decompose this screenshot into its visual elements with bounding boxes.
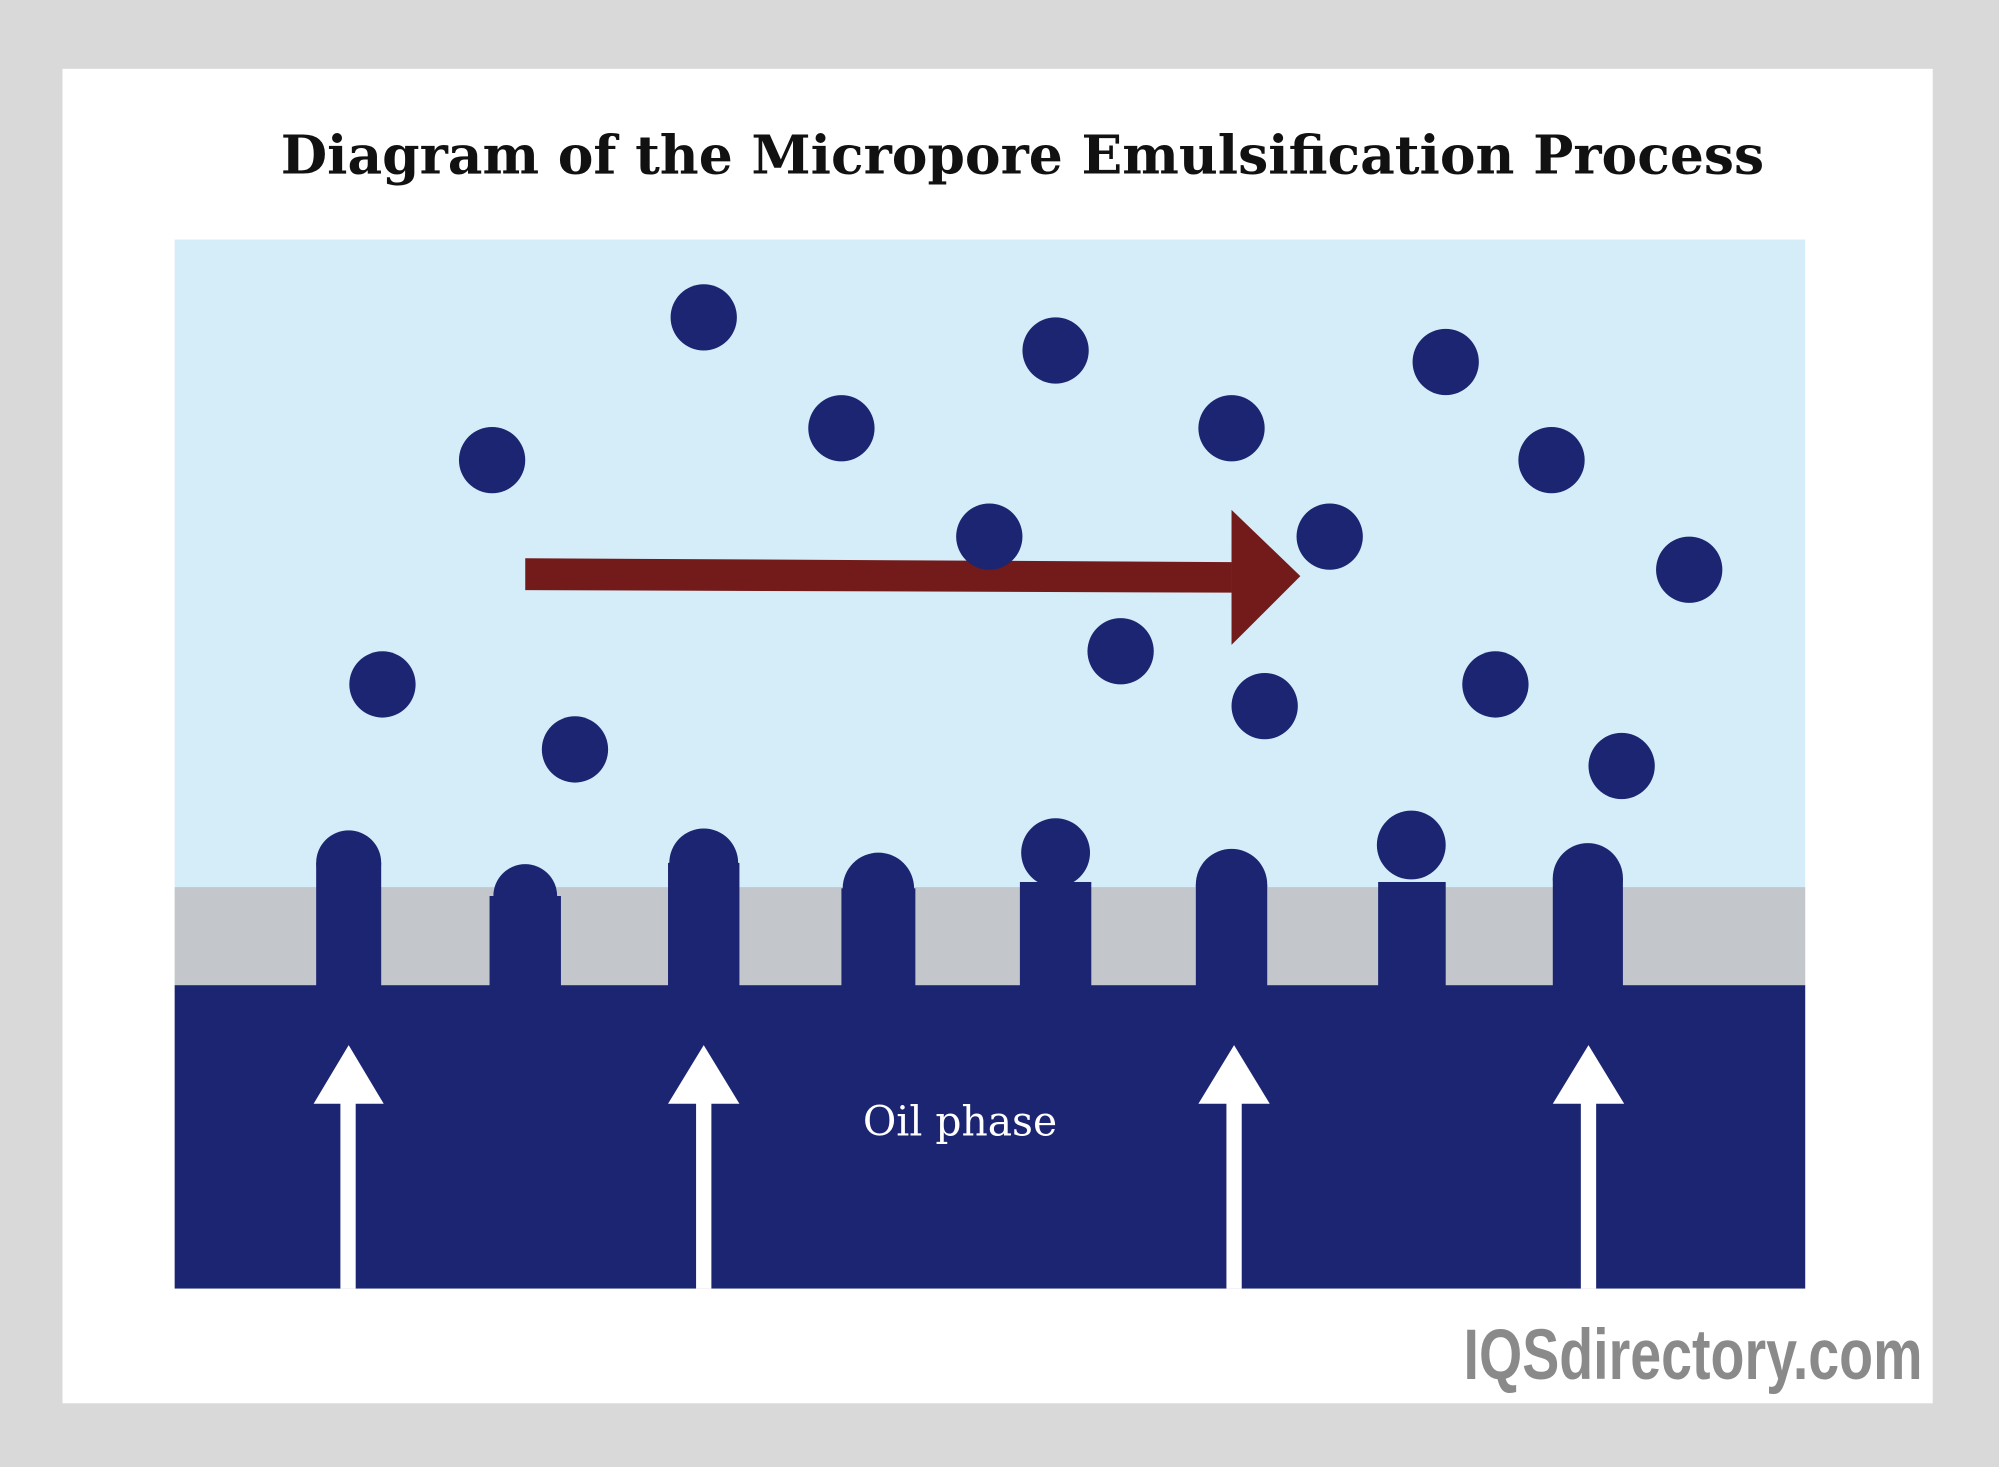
droplet (1087, 618, 1154, 685)
droplet-detaching (1376, 810, 1446, 880)
droplet (541, 716, 609, 783)
droplet (1462, 651, 1529, 718)
oil-phase-label: Oil phase (863, 1098, 1057, 1146)
droplet-forming (1552, 843, 1623, 914)
up-arrow (668, 1045, 740, 1289)
droplet (1296, 503, 1363, 570)
droplet-detaching (1021, 818, 1091, 888)
droplet-forming (493, 864, 558, 928)
oil-phase (174, 985, 1806, 1289)
droplet-forming (669, 828, 739, 898)
diagram-title: Diagram of the Micropore Emulsification … (281, 123, 1764, 186)
membrane (174, 887, 1806, 987)
droplet (349, 651, 416, 718)
up-arrow (313, 1045, 384, 1289)
droplet (1518, 426, 1585, 494)
pressure-arrows (313, 1045, 1625, 1289)
up-arrow (1552, 1045, 1625, 1289)
up-arrow (1198, 1045, 1270, 1289)
droplet (808, 395, 875, 462)
dispersed-droplets (349, 284, 1723, 800)
droplet (670, 284, 737, 351)
droplet (1656, 536, 1723, 603)
droplet (458, 426, 526, 494)
watermark-logo: IQSdirectory.com (1464, 1315, 1923, 1395)
droplet (1588, 732, 1655, 800)
droplet-forming (316, 830, 382, 896)
pore (1378, 881, 1446, 991)
flow-direction-arrow (525, 509, 1301, 645)
droplet-forming (1195, 848, 1268, 921)
droplet (1412, 328, 1479, 396)
droplet (1022, 317, 1089, 384)
droplet (956, 503, 1023, 570)
pores (316, 810, 1623, 991)
pore (1019, 881, 1092, 991)
droplet (1198, 395, 1265, 462)
arrow-head (1231, 509, 1301, 645)
droplet (1231, 672, 1298, 740)
droplet-forming (842, 852, 915, 925)
arrow-shaft (525, 558, 1232, 593)
